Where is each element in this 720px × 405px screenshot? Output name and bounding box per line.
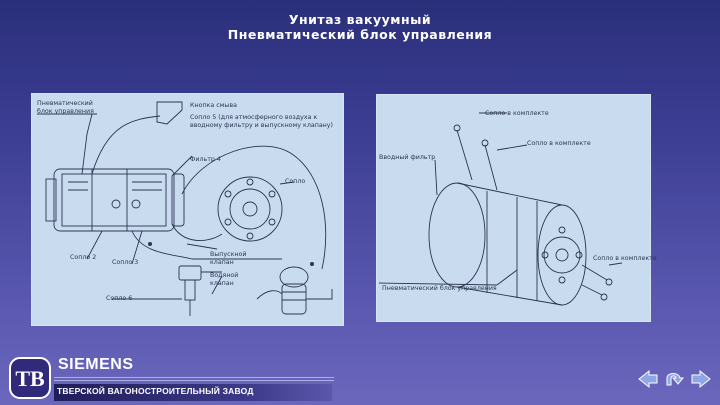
factory-bar (54, 384, 332, 401)
footer-rule-2 (54, 380, 334, 381)
page-title: Унитаз вакуумный (288, 12, 432, 27)
page-subtitle: Пневматический блок управления (227, 27, 493, 42)
label-nozzle-5: Сопло 5 (для атмосферного воздуха к ввод… (190, 114, 333, 129)
arrow-left-icon[interactable] (637, 368, 659, 390)
label-nozzle-kit-3: Сопло в комплекте (593, 255, 657, 262)
footer-rule-1 (54, 377, 334, 378)
siemens-brand: SIEMENS (58, 356, 134, 373)
factory-name: ТВЕРСКОЙ ВАГОНОСТРОИТЕЛЬНЫЙ ЗАВОД (57, 386, 254, 396)
return-icon[interactable] (663, 368, 685, 390)
label-nozzle-top: Сопло (285, 178, 306, 185)
tvz-logo: ТВ (9, 357, 51, 399)
label-inlet-filter: Вводный фильтр (379, 154, 436, 161)
right-diagram-drawing (378, 112, 623, 306)
label-outlet-valve: Выпускной клапан (210, 251, 247, 266)
left-diagram-panel: Пневматический блок управления Кнопка см… (31, 93, 344, 326)
label-nozzle-kit-2: Сопло в комплекте (527, 140, 591, 147)
label-pneumatic-block-right: Пневматический блок управления (382, 285, 497, 292)
right-diagram-panel: Сопло в комплекте Сопло в комплекте Ввод… (376, 94, 657, 322)
logo-text: ТВ (15, 366, 45, 391)
label-nozzle-3: Сопло 3 (112, 259, 139, 266)
arrow-right-icon[interactable] (690, 368, 712, 390)
label-nozzle-6: Сопло 6 (106, 295, 133, 302)
label-nozzle-kit-1: Сопло в комплекте (485, 110, 549, 117)
label-filter-4: Фильтр 4 (190, 156, 221, 163)
left-diagram-drawing (37, 101, 333, 316)
label-inlet-valve: Водяной клапан (210, 272, 239, 287)
label-flush-button: Кнопка смыва (190, 102, 237, 109)
label-nozzle-2: Сопло 2 (70, 254, 97, 261)
label-pneumatic-block: Пневматический блок управления (37, 100, 94, 115)
